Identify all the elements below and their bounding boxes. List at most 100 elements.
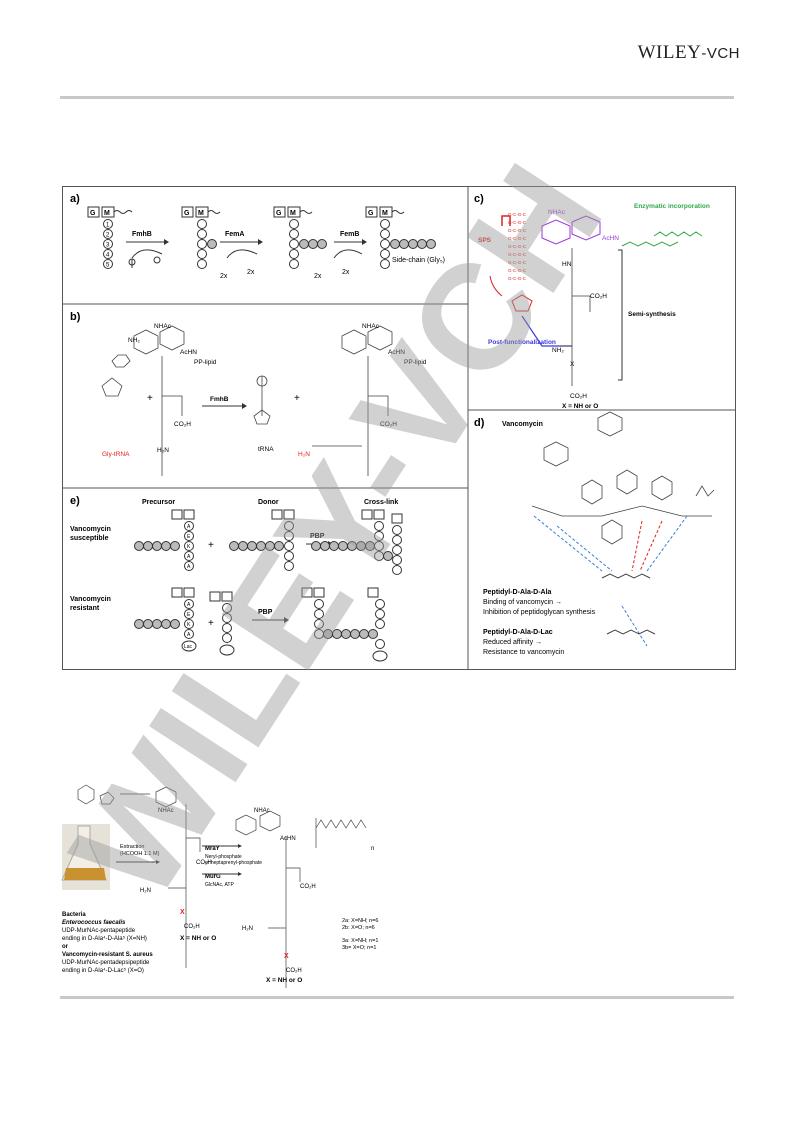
svg-text:G: G [368,210,374,217]
svg-text:Gly-tRNA: Gly-tRNA [102,451,130,458]
e-donor-susceptible [229,509,295,571]
svg-text:CO₂H: CO₂H [184,924,200,930]
svg-text:H₂N: H₂N [140,888,151,894]
svg-text:K: K [187,544,191,550]
svg-text:NHAc: NHAc [362,323,380,330]
panel-e-tag: e) [70,495,80,507]
e-crosslink-susceptible [311,509,403,575]
svg-text:PBP: PBP [258,609,273,616]
svg-text:M: M [198,210,204,217]
svg-text:H₂N: H₂N [242,926,253,932]
f2-udp-structure [77,784,201,968]
glycan-unit-4: G M [365,206,436,269]
svg-text:2x: 2x [342,269,350,276]
e-precursor-resistant: A E K A Lac [134,587,197,652]
b-right-structure [312,325,393,476]
f2-product-structure [235,810,367,988]
svg-text:CO₂H: CO₂H [174,421,191,428]
svg-text:X: X [180,909,185,916]
svg-text:Reduced affinity →: Reduced affinity → [483,639,542,646]
svg-text:G-C-G-C: G-C-G-C [508,220,527,225]
svg-text:Enzymatic incorporation: Enzymatic incorporation [634,203,710,210]
svg-text:+: + [208,618,214,629]
footer-rule [60,996,734,999]
svg-text:H₂N: H₂N [298,451,310,458]
c-nucleoside [489,275,533,312]
svg-text:MurG: MurG [205,874,221,880]
svg-text:HN: HN [562,261,572,268]
b-left-structure [101,325,185,476]
svg-text:3a: X=NH; n=1: 3a: X=NH; n=1 [342,938,378,944]
svg-text:2x: 2x [247,269,255,276]
svg-text:+: + [294,393,300,404]
svg-text:NHAc: NHAc [154,323,172,330]
svg-text:X = NH or O: X = NH or O [562,403,598,410]
svg-text:Lac: Lac [184,644,193,650]
svg-text:AcHN: AcHN [180,349,197,356]
svg-text:MraY: MraY [205,846,220,852]
svg-text:PP-lipid: PP-lipid [404,359,427,366]
panel-d-tag: d) [474,417,485,429]
svg-text:A: A [187,564,191,570]
enzyme-fmhb-label: FmhB [132,231,152,238]
svg-text:E: E [187,534,191,540]
svg-text:CO₂H: CO₂H [590,293,607,300]
panel-c-tag: c) [474,193,484,205]
d-hbond-lines [533,515,688,647]
svg-text:CO₂H: CO₂H [380,421,397,428]
svg-text:Precursor: Precursor [142,499,175,506]
enzyme-fmhb-b-label: FmhB [210,396,229,403]
b-trna-structure [253,375,271,425]
svg-text:PBP: PBP [310,533,325,540]
enzyme-fema-label: FemA [225,231,244,238]
panel-e: e) Precursor Donor Cross-link Vancomycin… [70,495,403,662]
svg-text:ending in D-Ala⁴-D-Ala⁵ (X=NH): ending in D-Ala⁴-D-Ala⁵ (X=NH) [62,935,147,942]
svg-text:A: A [187,632,191,638]
glycan-unit-1: G M 1 2 3 4 5 [87,206,133,269]
svg-text:Inhibition of peptidoglycan sy: Inhibition of peptidoglycan synthesis [483,609,596,616]
svg-text:UDP-MurNAc-pentadepsipeptide: UDP-MurNAc-pentadepsipeptide [62,960,150,966]
e-crosslink-resistant [301,587,388,662]
c-peptide [560,248,591,386]
svg-text:UDP-MurNAc-pentapeptide: UDP-MurNAc-pentapeptide [62,928,136,934]
svg-text:PP-lipid: PP-lipid [194,359,217,366]
svg-text:NHAc: NHAc [158,808,174,814]
svg-text:SPS: SPS [478,237,492,244]
header-rule [60,96,734,99]
svg-text:X = NH or O: X = NH or O [266,977,302,984]
svg-text:G-C-G-C: G-C-G-C [508,212,527,217]
panel-a-tag: a) [70,193,80,205]
svg-text:Neryl-phosphate: Neryl-phosphate [205,854,242,860]
svg-text:Enterococcus faecalis: Enterococcus faecalis [62,920,126,926]
svg-text:AcHN: AcHN [602,235,619,242]
svg-text:NH₂: NH₂ [552,347,564,354]
svg-text:2: 2 [106,233,110,239]
svg-text:2x: 2x [314,273,322,280]
svg-text:H₂N: H₂N [157,447,169,454]
svg-text:+: + [208,540,214,551]
svg-text:G: G [184,210,190,217]
panel-b-tag: b) [70,311,81,323]
svg-text:Vancomycin: Vancomycin [70,526,111,533]
svg-text:Peptidyl-D-Ala-D-Ala: Peptidyl-D-Ala-D-Ala [483,589,552,596]
svg-text:2x: 2x [220,273,228,280]
svg-text:Vancomycin: Vancomycin [502,421,543,428]
svg-text:3b= X=O; n=1: 3b= X=O; n=1 [342,945,376,951]
trna-glyph [128,256,161,268]
svg-text:K: K [187,622,191,628]
svg-text:Post-functionalization: Post-functionalization [488,339,556,346]
svg-text:G: G [276,210,282,217]
panel-d: d) Vancomycin Peptidyl-D-Ala-D-Ala Bindi… [474,411,715,656]
svg-text:NHAc: NHAc [548,209,566,216]
publisher-logo: WILEY-VCH [637,42,740,63]
e-donor-resistant [209,591,235,656]
svg-text:G-C-G-C: G-C-G-C [508,260,527,265]
svg-text:X: X [570,361,575,368]
figure-1: a) G M 1 2 3 4 5 FmhB G M [62,186,736,670]
svg-text:or heptaprenyl-phosphate: or heptaprenyl-phosphate [205,860,262,866]
svg-text:M: M [290,210,296,217]
svg-text:NH₂: NH₂ [128,337,140,344]
svg-text:AcHN: AcHN [280,836,296,842]
panel-c: c) Enzymatic incorporation SPS G-C-G-C G-… [474,193,710,410]
svg-text:CO₂H: CO₂H [570,393,587,400]
